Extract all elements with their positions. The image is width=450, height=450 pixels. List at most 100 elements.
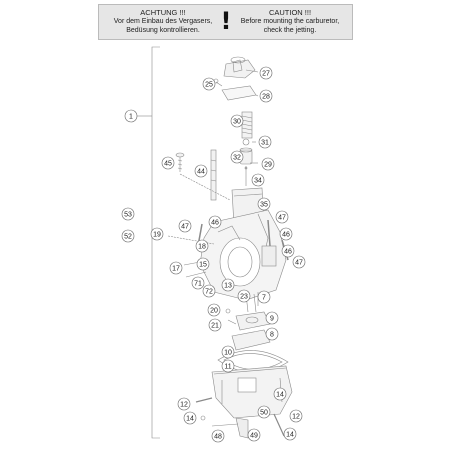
callout-circle — [124, 109, 138, 123]
callout-20: 20 — [207, 303, 221, 317]
exclamation-mark: ! — [220, 7, 232, 35]
callout-number: 53 — [124, 212, 132, 219]
needle-holder-part — [239, 138, 258, 165]
cap-gasket-part — [221, 85, 259, 101]
callout-47c: 47 — [292, 255, 306, 269]
callout-circle — [161, 156, 175, 170]
callout-circle — [273, 387, 287, 401]
jet-needle-part — [244, 166, 248, 186]
callout-35: 35 — [257, 197, 271, 211]
callout-number: 28 — [262, 94, 270, 101]
callout-9: 9 — [265, 311, 279, 325]
assembly-bracket — [151, 46, 160, 439]
callout-circle — [261, 157, 275, 171]
callout-circle — [221, 345, 235, 359]
callout-circle — [178, 219, 192, 233]
warning-english-line-2: check the jetting. — [263, 27, 317, 34]
callout-number: 12 — [180, 402, 188, 409]
callout-number: 47 — [295, 260, 303, 267]
callout-circle — [257, 290, 271, 304]
callout-number: 17 — [172, 266, 180, 273]
callout-12b: 12 — [289, 409, 303, 423]
callout-number: 48 — [214, 434, 222, 441]
callout-number: 14 — [186, 416, 194, 423]
warning-english-title: CAUTION !!! — [268, 8, 312, 17]
callout-number: 72 — [205, 289, 213, 296]
callout-number: 35 — [260, 202, 268, 209]
callout-circle — [265, 311, 279, 325]
callout-number: 71 — [194, 281, 202, 288]
callout-number: 45 — [164, 161, 172, 168]
callout-13: 13 — [221, 278, 235, 292]
callout-circle — [237, 289, 251, 303]
callout-number: 9 — [270, 316, 274, 323]
callout-circle — [230, 114, 244, 128]
callout-21: 21 — [208, 318, 222, 332]
exclamation-icon: ! — [219, 7, 233, 39]
callout-49: 49 — [247, 428, 261, 442]
callout-number: 32 — [233, 155, 241, 162]
warning-english-line-1: Before mounting the carburetor, — [240, 18, 340, 25]
float-part — [231, 329, 271, 351]
callout-number: 50 — [260, 410, 268, 417]
callout-circle — [191, 276, 205, 290]
callout-circle — [259, 66, 273, 80]
callout-circle — [208, 215, 222, 229]
callout-number: 52 — [124, 234, 132, 241]
callout-11: 11 — [221, 359, 235, 373]
callout-number: 19 — [153, 232, 161, 239]
callout-circle — [265, 327, 279, 341]
callout-71: 71 — [191, 276, 205, 290]
callout-circle — [177, 397, 191, 411]
callout-number: 25 — [205, 82, 213, 89]
pump-cover-part — [225, 308, 271, 331]
callout-18: 18 — [195, 239, 209, 253]
leader-line — [167, 235, 215, 245]
callout-number: 12 — [292, 414, 300, 421]
callout-circle — [258, 135, 272, 149]
callout-number: 18 — [198, 244, 206, 251]
callout-46a: 46 — [208, 215, 222, 229]
callout-number: 31 — [261, 140, 269, 147]
callout-46c: 46 — [281, 244, 295, 258]
throttle-spring-part — [241, 111, 253, 139]
callout-number: 23 — [240, 294, 248, 301]
callout-31: 31 — [258, 135, 272, 149]
callout-48: 48 — [211, 429, 225, 443]
callout-circle — [279, 227, 293, 241]
callout-number: 14 — [276, 392, 284, 399]
callout-circle — [281, 244, 295, 258]
callout-circle — [202, 77, 216, 91]
callout-circle — [275, 210, 289, 224]
callout-1: 1 — [124, 109, 138, 123]
caution-banner: ACHTUNG !!! Vor dem Einbau des Vergasers… — [98, 4, 353, 40]
callout-29: 29 — [261, 157, 275, 171]
callout-52: 52 — [121, 229, 135, 243]
callout-34: 34 — [251, 173, 265, 187]
callout-25: 25 — [202, 77, 216, 91]
callout-circle — [257, 197, 271, 211]
callout-50: 50 — [257, 405, 271, 419]
callout-15: 15 — [196, 257, 210, 271]
callout-number: 29 — [264, 162, 272, 169]
idle-screw-part — [175, 152, 185, 172]
warning-english: CAUTION !!! Before mounting the carburet… — [234, 8, 346, 35]
callout-number: 30 — [233, 119, 241, 126]
callout-number: 47 — [278, 215, 286, 222]
callout-number: 34 — [254, 178, 262, 185]
callout-14b: 14 — [183, 411, 197, 425]
warning-german-line-1: Vor dem Einbau des Vergasers, — [113, 18, 213, 25]
callout-14a: 14 — [273, 387, 287, 401]
callout-circle — [289, 409, 303, 423]
callout-number: 49 — [250, 433, 258, 440]
callout-number: 46 — [282, 232, 290, 239]
carburetor-cap-part — [223, 56, 259, 79]
callout-number: 14 — [286, 432, 294, 439]
callout-46b: 46 — [279, 227, 293, 241]
callout-circle — [292, 255, 306, 269]
main-jet-needle-part — [210, 149, 217, 201]
callout-44: 44 — [194, 164, 208, 178]
carburetor-body-part — [199, 209, 287, 313]
callout-number: 27 — [262, 71, 270, 78]
callout-circle — [221, 278, 235, 292]
